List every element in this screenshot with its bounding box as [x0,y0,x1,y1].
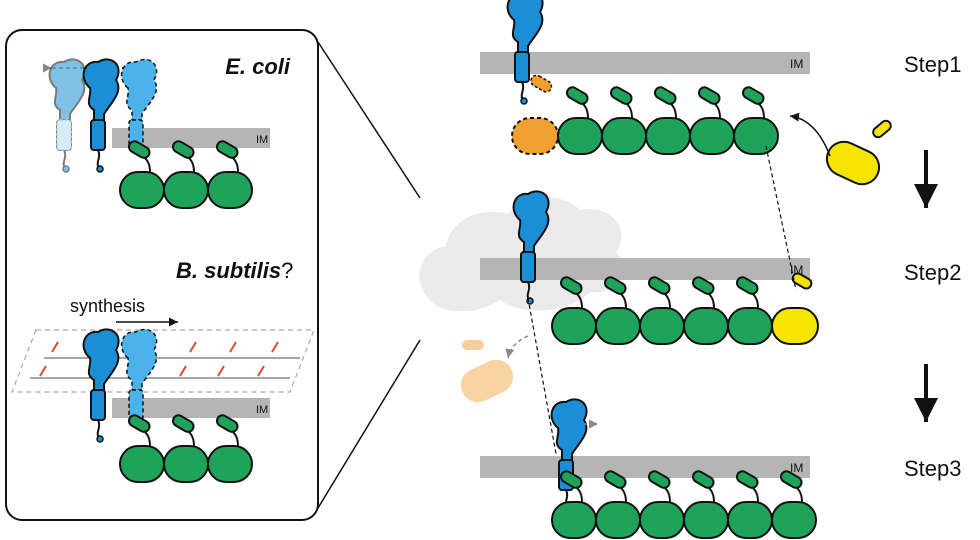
tracking-lines [527,145,797,477]
bsub-label: B. subtilis [176,258,281,283]
step3-im-label: IM [790,461,803,475]
svg-text:B. subtilis?: B. subtilis? [176,258,293,283]
step1-incoming-yellow-subunit [789,112,892,186]
bsub-enzyme-next [120,328,158,421]
step1-old-subunit [511,74,559,155]
ecoli-label: E. coli [225,54,291,79]
step3-filament [551,468,817,539]
step3-membrane [480,456,810,478]
step2-new-yellow-subunit [771,272,819,345]
inset-membrane-bottom [112,398,270,418]
step1-membrane [480,52,810,74]
released-subunit [460,335,529,403]
step1-label: Step1 [904,52,962,77]
glycan-strands [30,357,300,379]
inset-im-label-top: IM [256,134,268,146]
step3-section: IM Step3 [480,398,962,539]
synthesis-label: synthesis [70,296,145,316]
step3-label: Step3 [904,456,962,481]
inset-panel: E. coli IM [5,29,421,521]
bsub-question: ? [281,258,293,283]
inset-membrane-top [112,128,270,148]
bsub-section: B. subtilis? synthesis IM [11,258,315,483]
step2-membrane [480,258,810,280]
ecoli-section: E. coli IM [43,54,291,209]
inset-filament-bottom [119,412,253,483]
step1-section: IM Step1 [480,0,962,208]
inset-filament-top [119,138,253,209]
inset-im-label-bottom: IM [256,404,268,416]
enzyme-ghost-left [48,58,86,173]
step2-label: Step2 [904,260,962,285]
peptidoglycan-crosslinks [39,341,279,377]
step1-im-label: IM [790,57,803,71]
step2-section: IM Step2 [419,190,962,422]
step1-filament [557,84,779,155]
peptidoglycan-sheet [11,329,315,393]
